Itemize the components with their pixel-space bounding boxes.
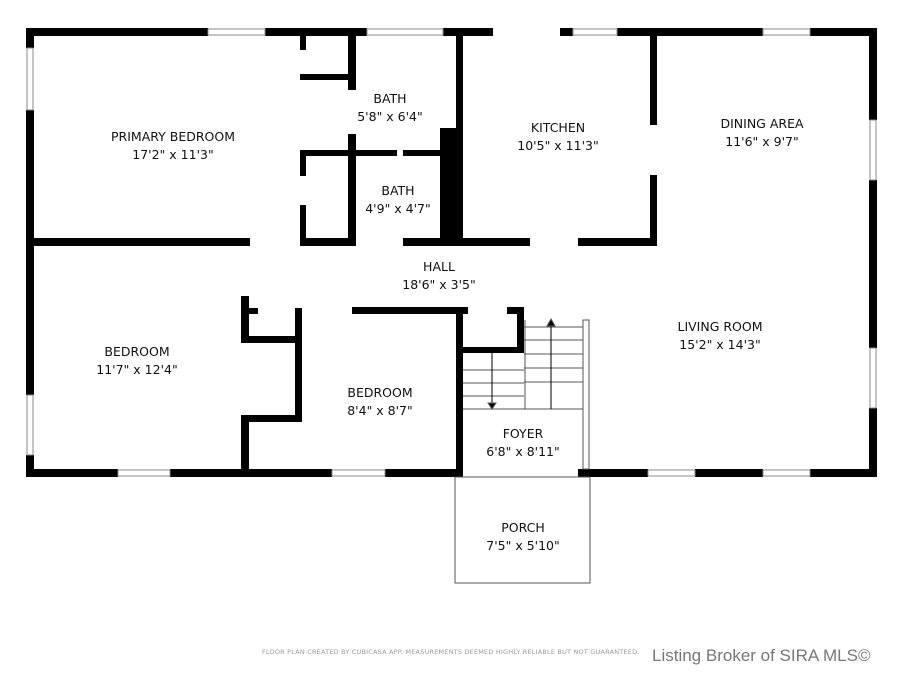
room-name: PORCH (501, 520, 545, 535)
room-size: 11'6" x 9'7" (725, 134, 799, 149)
room-name: PRIMARY BEDROOM (111, 129, 235, 144)
room-name: BATH (373, 91, 407, 106)
room-bedroom-2: BEDROOM 8'4" x 8'7" (347, 384, 413, 420)
room-living-room: LIVING ROOM 15'2" x 14'3" (677, 318, 762, 354)
room-name: KITCHEN (530, 120, 586, 135)
room-size: 11'7" x 12'4" (96, 362, 178, 377)
room-name: HALL (423, 259, 455, 274)
room-name: DINING AREA (720, 116, 804, 131)
stair-down-arrow-icon (487, 402, 497, 410)
room-size: 8'4" x 8'7" (347, 403, 413, 418)
room-size: 7'5" x 5'10" (486, 538, 560, 553)
room-kitchen: KITCHEN 10'5" x 11'3" (517, 119, 598, 155)
windows (26, 28, 877, 477)
room-name: BEDROOM (347, 385, 413, 400)
room-bath-1: BATH 5'8" x 6'4" (357, 90, 423, 126)
room-primary-bedroom: PRIMARY BEDROOM 17'2" x 11'3" (111, 128, 235, 164)
room-hall: HALL 18'6" x 3'5" (402, 258, 475, 294)
porch-outline (454, 476, 591, 584)
room-size: 18'6" x 3'5" (402, 277, 476, 292)
walls (26, 28, 877, 477)
room-name: LIVING ROOM (677, 319, 763, 334)
stair-up-arrow-icon (546, 317, 556, 327)
room-porch: PORCH 7'5" x 5'10" (486, 519, 559, 555)
room-name: BATH (381, 183, 415, 198)
listing-credit: Listing Broker of SIRA MLS© (652, 646, 871, 665)
room-dining-area: DINING AREA 11'6" x 9'7" (720, 115, 803, 151)
room-name: BEDROOM (104, 344, 170, 359)
disclaimer: FLOOR PLAN CREATED BY CUBICASA APP. MEAS… (262, 648, 640, 656)
room-bath-2: BATH 4'9" x 4'7" (365, 182, 431, 218)
room-size: 17'2" x 11'3" (132, 147, 214, 162)
staircase (463, 317, 590, 470)
room-foyer: FOYER 6'8" x 8'11" (486, 425, 559, 461)
room-size: 5'8" x 6'4" (357, 109, 423, 124)
room-size: 15'2" x 14'3" (679, 337, 761, 352)
room-size: 10'5" x 11'3" (517, 138, 599, 153)
room-size: 4'9" x 4'7" (365, 201, 431, 216)
room-bedroom-1: BEDROOM 11'7" x 12'4" (96, 343, 177, 379)
room-name: FOYER (502, 426, 544, 441)
room-size: 6'8" x 8'11" (486, 444, 560, 459)
